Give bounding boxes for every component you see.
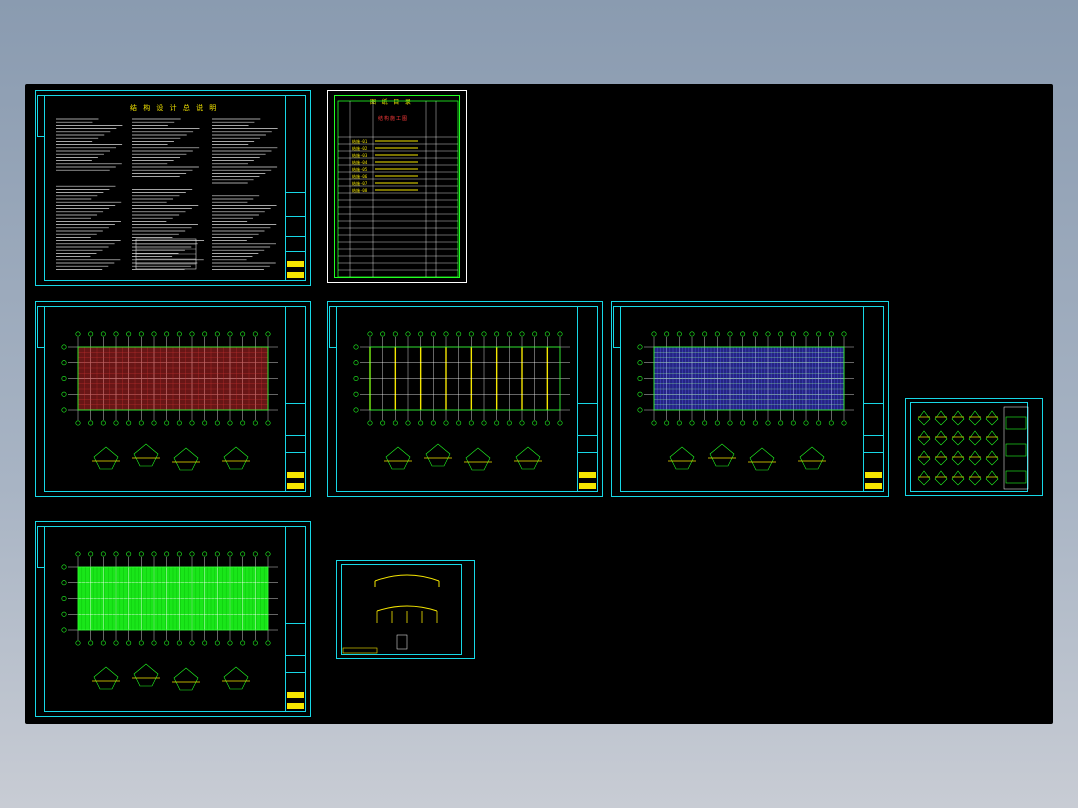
index-subtitle: 结构施工图 bbox=[378, 116, 409, 122]
roof-purlin-plan bbox=[637, 331, 854, 471]
index-row-label: 结施-03 bbox=[352, 152, 368, 158]
column-layout-plan bbox=[353, 331, 570, 471]
drawing-frame bbox=[910, 402, 1028, 492]
title-block bbox=[863, 306, 884, 492]
sheet-foundation-plan[interactable] bbox=[35, 301, 311, 497]
sheet-roof-purlin-plan[interactable] bbox=[611, 301, 889, 497]
drawing-frame bbox=[341, 564, 462, 655]
title-block bbox=[577, 306, 598, 492]
index-row-label: 结施-07 bbox=[352, 180, 368, 186]
drawing-frame bbox=[334, 95, 460, 278]
sheet-frame-elevation[interactable] bbox=[336, 560, 475, 659]
node-details-grid bbox=[917, 406, 1029, 490]
foundation-grid-plan bbox=[61, 331, 278, 471]
frame-elevation-drawing bbox=[342, 574, 440, 654]
index-row-label: 结施-02 bbox=[352, 145, 368, 151]
sheet-title: 结 构 设 计 总 说 明 bbox=[130, 104, 218, 112]
title-block bbox=[285, 526, 306, 712]
notes-text-block bbox=[56, 118, 278, 270]
title-block bbox=[285, 306, 306, 492]
index-row-label: 结施-05 bbox=[352, 166, 368, 172]
index-row-label: 结施-08 bbox=[352, 187, 368, 193]
title-block bbox=[285, 95, 306, 281]
sheet-node-details[interactable] bbox=[905, 398, 1043, 496]
sheet-roof-panel-plan[interactable] bbox=[35, 521, 311, 717]
sheet-column-layout[interactable] bbox=[327, 301, 603, 497]
index-row-label: 结施-06 bbox=[352, 173, 368, 179]
index-title: 图 纸 目 录 bbox=[370, 99, 412, 106]
index-row-label: 结施-01 bbox=[352, 138, 368, 144]
index-row-label: 结施-04 bbox=[352, 159, 368, 165]
roof-panel-plan bbox=[61, 551, 278, 691]
sheet-design-notes[interactable]: 结 构 设 计 总 说 明 bbox=[35, 90, 311, 286]
